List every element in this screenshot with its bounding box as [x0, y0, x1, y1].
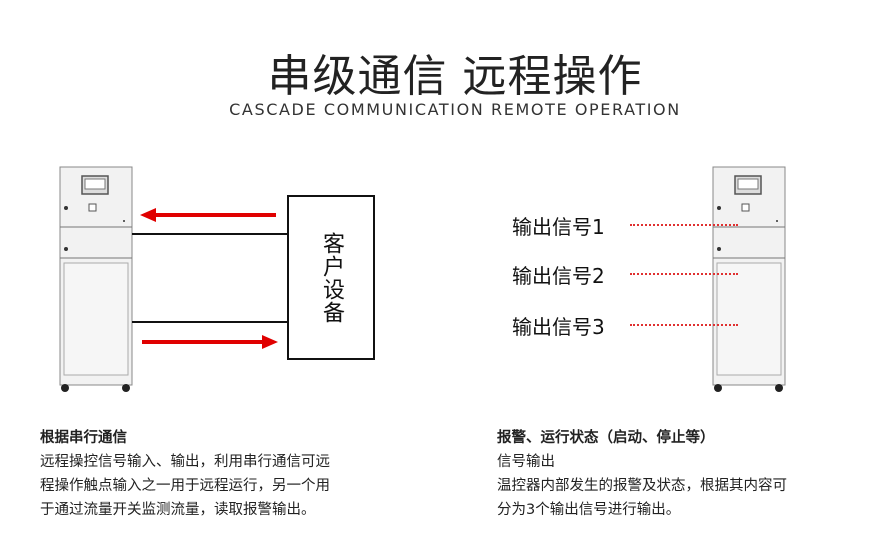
- section-heading: 根据串行通信: [40, 430, 127, 446]
- output-signal-2-label: 输出信号2: [512, 264, 605, 288]
- description-line: 于通过流量开关监测流量，读取报警输出。: [40, 502, 316, 518]
- client-device-label: 客户设备: [319, 231, 344, 324]
- serial-communication-description: 根据串行通信 远程操控信号输入、输出，利用串行通信可远 程操作触点输入之一用于远…: [40, 426, 330, 522]
- signal-3-dotted-line: [630, 324, 738, 326]
- signal-2-dotted-line: [630, 273, 738, 275]
- description-line: 分为3个输出信号进行输出。: [497, 502, 681, 518]
- page-title: 串级通信 远程操作: [267, 51, 643, 102]
- temperature-controller-cabinet-right: [712, 166, 786, 392]
- client-device-box: 客户设备: [287, 195, 375, 360]
- output-signal-1-label: 输出信号1: [512, 215, 605, 239]
- description-line: 远程操控信号输入、输出，利用串行通信可远: [40, 454, 330, 470]
- section-heading: 报警、运行状态（启动、停止等）: [497, 430, 715, 446]
- alarm-status-description: 报警、运行状态（启动、停止等） 信号输出 温控器内部发生的报警及状态，根据其内容…: [497, 426, 787, 522]
- description-line: 信号输出: [497, 454, 555, 470]
- output-signal-3-label: 输出信号3: [512, 315, 605, 339]
- description-line: 程操作触点输入之一用于远程运行，另一个用: [40, 478, 330, 494]
- arrow-left-icon: [140, 208, 276, 222]
- description-line: 温控器内部发生的报警及状态，根据其内容可: [497, 478, 787, 494]
- connection-line-top: [132, 233, 288, 235]
- signal-1-dotted-line: [630, 224, 738, 226]
- temperature-controller-cabinet-left: [59, 166, 133, 392]
- connection-line-bottom: [132, 321, 288, 323]
- page-subtitle: CASCADE COMMUNICATION REMOTE OPERATION: [229, 100, 681, 119]
- arrow-right-icon: [142, 335, 278, 349]
